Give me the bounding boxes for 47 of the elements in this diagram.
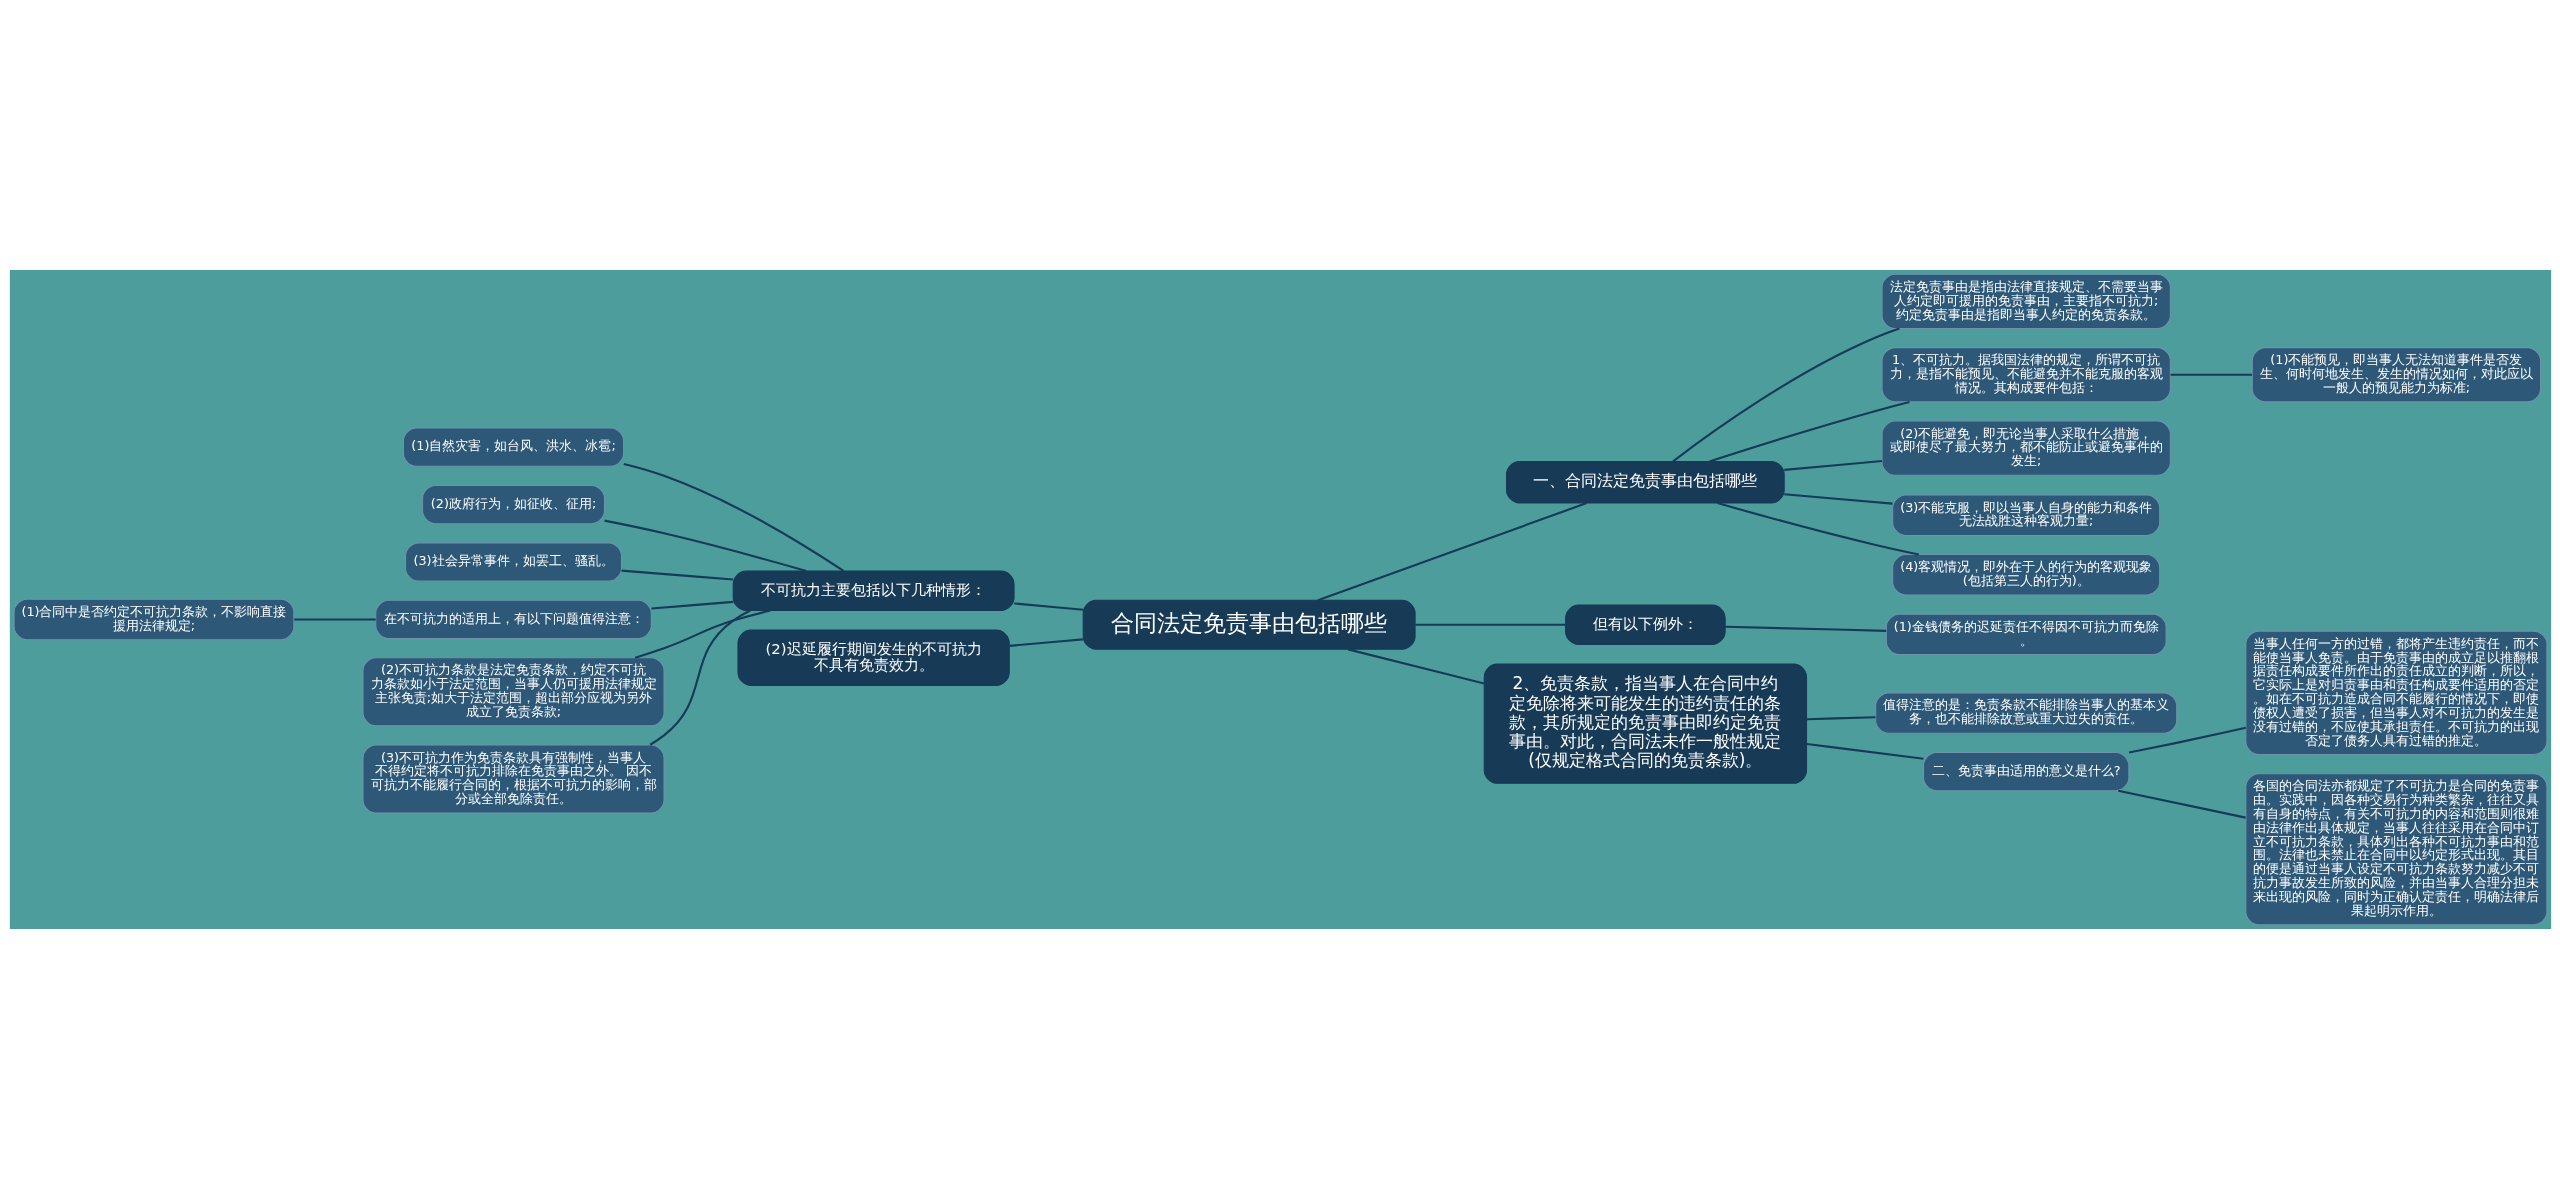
connector [1414,623,1565,626]
node-box: 法定免责事由是指由法律直接规定、不需要当事人约定即可援用的免责事由，主要指不可抗力;约定免责事由是指即当事人约定的免责条款。 [1881,273,2171,330]
node-box: (1)自然灾害，如台风、洪水、冰雹; [402,427,624,467]
connector [649,609,751,746]
node-box: 合同法定免责事由包括哪些 [1082,599,1416,650]
node-box: (3)不能克服，即以当事人自身的能力和条件无法战胜这种客观力量; [1891,494,2160,536]
node-box: 2、免责条款，指当事人在合同中约定免除将来可能发生的违约责任的条款，其所规定的免责事由即约定免责事由。对此，合同法未作一般性规定(仅规定格式合同的免责条款)。 [1483,663,1807,784]
connector [1013,602,1083,611]
connector [1008,638,1083,647]
node-box: 当事人任何一方的过错，都将产生违约责任，而不能使当事人免责。由于免责事由的成立足以推翻根据责任构成要件所作出的责任成立的判断，所以，它实际上是对归责事由和责任构成要件适用的否定。如在不可抗力造成合同不能履行的情况下，即使债权人遭受了损害，但当事人对不可抗力的发生是没有过错的，不应使其承担责任。不可抗力的出现否定了债务人具有过错的推定。 [2244,630,2547,756]
connector [623,462,844,572]
connector [1708,400,1910,463]
connector [620,569,733,581]
node-box: 值得注意的是：免责条款不能排除当事人的基本义务，也不能排除故意或重大过失的责任。 [1874,692,2177,734]
node-box: (2)不可抗力条款是法定免责条款，约定不可抗力条款如小于法定范围，当事人仍可援用法律规定主张免责;如大于法定范围，超出部分应视为另外成立了免责条款; [362,657,665,727]
node-box: 不可抗力主要包括以下几种情形： [732,570,1015,611]
connector [293,618,376,621]
node-box: (4)客观情况，即外在于人的行为的客观现象(包括第三人的行为)。 [1891,554,2160,596]
connector [1806,716,1876,721]
node-box: (2)迟延履行期间发生的不可抗力不具有免责效力。 [736,629,1010,686]
connector [1806,742,1924,760]
connector [603,519,806,573]
node-box: (3)社会异常事件，如罢工、骚乱。 [404,542,622,582]
node-box: (1)合同中是否约定不可抗力条款，不影响直接援用法律规定; [13,598,294,641]
node-box: 二、免责事由适用的意义是什么? [1922,751,2129,792]
connector [2128,726,2246,754]
node-box: (2)不能避免，即无论当事人采取什么措施，或即使尽了最大努力，都不能防止或避免事件的发生; [1881,420,2171,476]
connector [1783,493,1893,505]
node-box: (2)政府行为，如征收、征用; [421,484,605,525]
node-box: 但有以下例外： [1564,604,1726,645]
connector [1317,502,1587,602]
connector [650,600,733,610]
node-box: 1、不可抗力。据我国法律的规定，所谓不可抗力，是指不能预见、不能避免并不能克服的客观情况。其构成要件包括： [1881,347,2171,403]
node-box: (3)不可抗力作为免责条款具有强制性，当事人不得约定将不可抗力排除在免责事由之外。 因不可抗力不能履行合同的，根据不可抗力的影响，部分或全部免除责任。 [362,744,665,814]
connector [1724,625,1886,632]
node-box: 各国的合同法亦都规定了不可抗力是合同的免责事由。实践中，因各种交易行为种类繁杂，往往又具有自身的特点，有关不可抗力的内容和范围则很难由法律作出具体规定，当事人往往采用在合同中订立不可抗力条款，具体列出各种不可抗力事由和范围。法律也未禁止在合同中以约定形式出现。其目的便是通过当事人设定不可抗力条款努力减少不可抗力事故发生所致的风险，并由当事人合理分担未来出现的风险，同时为正确认定责任，明确法律后果起明示作用。 [2244,773,2547,926]
node-box: 在不可抗力的适用上，有以下问题值得注意： [374,599,652,640]
node-box: (1)不能预见，即当事人无法知道事件是否发生、何时何地发生、发生的情况如何，对此应以一般人的预见能力为标准; [2251,347,2541,403]
connector [1783,459,1882,471]
connector [2170,373,2252,376]
connector [2117,789,2246,819]
node-box: (1)金钱债务的迟延责任不得因不可抗力而免除。 [1885,613,2167,656]
connector [1671,327,1900,463]
connector [1347,648,1484,685]
node-box: 一、合同法定免责事由包括哪些 [1505,460,1785,504]
connector [634,609,771,659]
connector [1716,502,1919,556]
